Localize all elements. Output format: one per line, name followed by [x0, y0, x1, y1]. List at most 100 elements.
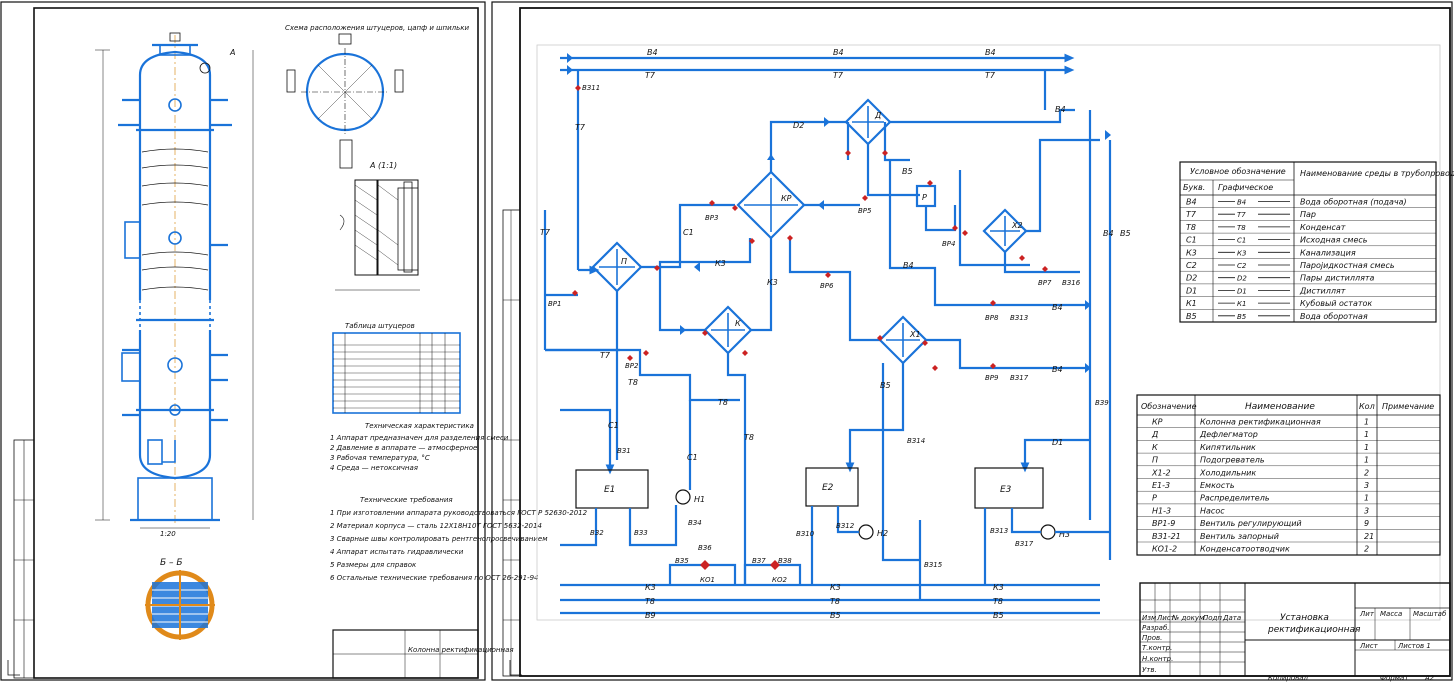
valve-label: ВЗ2 [590, 529, 604, 537]
legend-graphic-code: Т8 [1237, 224, 1246, 232]
view-a-marker: А [229, 48, 235, 57]
valve-label: ВЗ17 [1015, 540, 1034, 548]
view-b-title: Б – Б [160, 558, 183, 568]
label-ko1: КО1 [700, 576, 715, 584]
stream-label-c1: С1 [683, 228, 694, 237]
label-kp: КР [781, 194, 792, 203]
legend-name: Кубовый остаток [1300, 299, 1372, 308]
tb-title-1: Установка [1280, 613, 1329, 623]
right-sheet [491, 1, 1453, 681]
valve-label: ВЗ4 [688, 519, 702, 527]
label-e2: Е2 [822, 483, 834, 493]
header-lines: В4 В4 В4 Т7 Т7 Т7 [560, 48, 1075, 80]
stream-label-t8: Т8 [628, 378, 638, 387]
tb-tkontr: Т.контр. [1142, 644, 1172, 652]
spec-name: Подогреватель [1200, 456, 1265, 465]
stream-label-d2: D2 [793, 121, 804, 130]
valve-label: ВЗ12 [836, 522, 855, 530]
stream-label-d1: D1 [1052, 438, 1063, 447]
legend-code: В5 [1186, 312, 1197, 321]
legend-graphic-code: D1 [1237, 287, 1247, 295]
cooler-x1: Х1 [878, 315, 928, 365]
valve-label: ВР3 [705, 214, 718, 222]
valve-label: ВР1 [548, 300, 561, 308]
bottom-header-lines: К3 К3 К3 Т8 Т8 Т8 В9 В5 В5 [560, 583, 1100, 620]
valve-label: ВЗ14 [907, 437, 925, 445]
stream-label-v4: В4 [903, 261, 914, 270]
legend-graphic-code: В4 [1237, 199, 1246, 207]
tray-view-bb: Б – Б [145, 558, 215, 640]
valve-label: ВЗ8 [778, 557, 792, 565]
stream-label-v4: В4 [647, 48, 658, 57]
spec-header: Наименование [1245, 402, 1315, 412]
legend-name: Пары дистиллята [1300, 274, 1375, 283]
valve-label: ВЗ15 [924, 561, 943, 569]
spec-code: Е1-3 [1152, 481, 1170, 490]
tb-date: Дата [1222, 614, 1241, 622]
spec-code: Н1-3 [1152, 506, 1171, 515]
stream-label-v4: В4 [985, 48, 996, 57]
reboiler-k: К [703, 305, 753, 355]
legend-name: Вода оборотная (подача) [1300, 198, 1407, 207]
tb-list: Лист [1156, 614, 1176, 622]
legend-name: Канализация [1300, 248, 1356, 257]
cooler-x2: Х2 [982, 208, 1028, 254]
legend-name: Дистиллят [1299, 286, 1346, 295]
spec-name: Насос [1200, 506, 1225, 515]
tank-e1: Е1 [575, 469, 649, 509]
svg-text:1:20: 1:20 [160, 530, 176, 538]
spec-qty: 3 [1364, 481, 1369, 490]
legend-header: Графическое [1218, 183, 1273, 192]
stream-label-t7: Т7 [645, 71, 656, 80]
stream-label-b5: В5 [1120, 229, 1131, 238]
section-note: Схема расположения штуцеров, цапф и шпил… [285, 24, 469, 32]
stream-label-b5: В5 [830, 611, 841, 620]
spec-code: К [1152, 443, 1158, 452]
spec-name: Холодильник [1199, 468, 1256, 477]
valve-label: ВР4 [942, 240, 955, 248]
spec-code: КР [1152, 418, 1163, 427]
valve-label: ВЗ11 [582, 84, 600, 92]
tech-line: 1 При изготовлении аппарата руководствов… [330, 509, 588, 517]
tech-line: 2 Материал корпуса — сталь 12Х18Н10Т ГОС… [330, 522, 542, 530]
stream-label-t7: Т7 [575, 123, 586, 132]
spec-qty: 2 [1364, 545, 1369, 554]
stream-label-t7: Т7 [540, 228, 551, 237]
spec-name: Конденсатоотводчик [1200, 545, 1290, 554]
left-stamp-title: Колонна ректификационная [408, 646, 514, 654]
tb-copied: Копировал [1268, 674, 1309, 682]
spec-code: КО1-2 [1152, 545, 1177, 554]
stream-label-t8: Т8 [645, 597, 655, 606]
valve-label: ВР5 [858, 207, 872, 215]
valve-label: ВЗ7 [752, 557, 766, 565]
valve-markers [572, 85, 1048, 371]
legend-graphic-code: D2 [1237, 275, 1247, 283]
spec-qty: 21 [1364, 532, 1374, 541]
flow-arrows [567, 53, 1111, 373]
tb-title-2: ректификационная [1267, 625, 1361, 635]
stream-label-v5: В5 [902, 167, 913, 176]
spec-qty: 1 [1364, 430, 1369, 439]
spec-code: Х1-2 [1151, 468, 1171, 477]
spec-name: Емкость [1200, 481, 1235, 490]
legend-graphic-code: К1 [1237, 300, 1246, 308]
tb-razrab: Разраб. [1142, 624, 1170, 632]
valve-label: ВЗ13 [1010, 314, 1028, 322]
heater-p: П [591, 241, 643, 293]
tb-format: Формат [1380, 674, 1409, 682]
stream-label-k3: К3 [767, 278, 778, 287]
tech-characteristic: Техническая характеристика 1 Аппарат пре… [330, 422, 509, 472]
